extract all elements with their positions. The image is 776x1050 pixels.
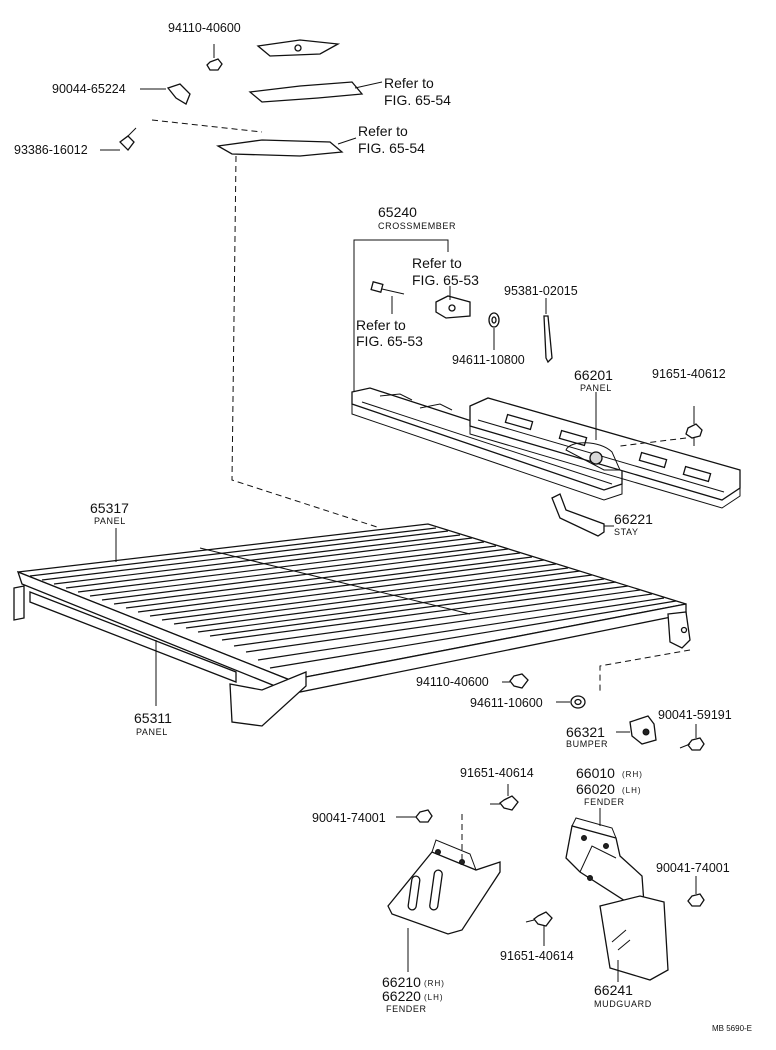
ref-d-line2: FIG. 65-53 xyxy=(356,333,423,349)
part-number-90041-74001-right: 90041-74001 xyxy=(656,861,730,875)
crossmember-hinge xyxy=(435,286,471,319)
fender-66210 xyxy=(387,839,501,935)
part-number-66020: 66020 xyxy=(576,781,615,797)
footer-code: MB 5690-E xyxy=(712,1024,752,1033)
part-number-91651-40614-upper: 91651-40614 xyxy=(460,766,534,780)
washer-94611-low xyxy=(556,695,586,709)
ref-a-line1: Refer to xyxy=(384,75,434,91)
part-number-65240: 65240 xyxy=(378,204,417,220)
nut-94110-top xyxy=(206,44,223,71)
part-number-66010: 66010 xyxy=(576,765,615,781)
ref-d-line1: Refer to xyxy=(356,317,406,333)
panel-66201 xyxy=(469,392,741,509)
part-number-65317: 65317 xyxy=(90,500,129,516)
screw-93386 xyxy=(100,127,137,151)
part-number-66210: 66210 xyxy=(382,974,421,990)
part-label-66220-lh: (LH) xyxy=(424,993,444,1002)
part-number-66220: 66220 xyxy=(382,988,421,1004)
bracket-refer-a xyxy=(248,81,364,103)
deck-ribs xyxy=(29,527,677,669)
part-number-90041-59191: 90041-59191 xyxy=(658,708,732,722)
part-number-66321: 66321 xyxy=(566,724,605,740)
part-number-94611-10800: 94611-10800 xyxy=(452,353,525,367)
crossmember-bolt xyxy=(370,281,405,314)
bolt-91651-40612 xyxy=(685,406,703,446)
part-number-91651-40612: 91651-40612 xyxy=(652,367,726,381)
part-label-66010-rh: (RH) xyxy=(622,770,643,779)
ref-c-line1: Refer to xyxy=(412,255,462,271)
bracket-refer-b xyxy=(216,139,344,157)
part-number-91651-40614-lower: 91651-40614 xyxy=(500,949,574,963)
part-number-95381-02015: 95381-02015 xyxy=(504,284,578,298)
deck-assembly xyxy=(13,523,691,727)
ref-b-line1: Refer to xyxy=(358,123,408,139)
part-number-66221: 66221 xyxy=(614,511,653,527)
ref-a-line2: FIG. 65-54 xyxy=(384,92,451,108)
part-number-66241: 66241 xyxy=(594,982,633,998)
bolt-91651-40614-upper xyxy=(490,784,519,811)
bolt-91651-40614-lower xyxy=(525,911,553,946)
mudguard-66241 xyxy=(599,895,669,981)
nut-94110-mid xyxy=(502,673,529,689)
part-name-mudguard: MUDGUARD xyxy=(594,999,652,1009)
part-label-66020-lh: (LH) xyxy=(622,786,642,795)
part-name-panel-66201: PANEL xyxy=(580,383,612,393)
part-number-93386-16012: 93386-16012 xyxy=(14,143,88,157)
part-number-94110-40600-top: 94110-40600 xyxy=(168,21,241,35)
part-number-94110-40600-mid: 94110-40600 xyxy=(416,675,489,689)
bolt-90041-59191 xyxy=(679,724,705,751)
nut-90041-74001-left xyxy=(396,809,433,823)
part-name-bumper: BUMPER xyxy=(566,739,608,749)
ref-b-line2: FIG. 65-54 xyxy=(358,140,425,156)
part-number-90044-65224: 90044-65224 xyxy=(52,82,126,96)
part-label-66210-rh: (RH) xyxy=(424,979,445,988)
stay-66221 xyxy=(551,493,614,537)
part-number-65311: 65311 xyxy=(134,710,172,726)
part-name-crossmember: CROSSMEMBER xyxy=(378,221,456,231)
part-name-panel-65317: PANEL xyxy=(94,516,126,526)
fender-66010 xyxy=(565,817,645,909)
clip-90044 xyxy=(140,83,191,105)
nut-90041-74001-right xyxy=(687,876,705,907)
washer-94611-mid xyxy=(488,312,500,350)
part-name-fender-left: FENDER xyxy=(386,1004,427,1014)
part-number-94611-10600: 94611-10600 xyxy=(470,696,543,710)
bumper-66321 xyxy=(616,715,657,745)
part-name-stay: STAY xyxy=(614,527,639,537)
pin-95381 xyxy=(543,298,553,364)
part-name-fender-right: FENDER xyxy=(584,797,625,807)
part-number-90041-74001-left: 90041-74001 xyxy=(312,811,386,825)
ref-c-line2: FIG. 65-53 xyxy=(412,272,479,288)
part-name-panel-65311: PANEL xyxy=(136,727,168,737)
part-number-66201: 66201 xyxy=(574,367,613,383)
